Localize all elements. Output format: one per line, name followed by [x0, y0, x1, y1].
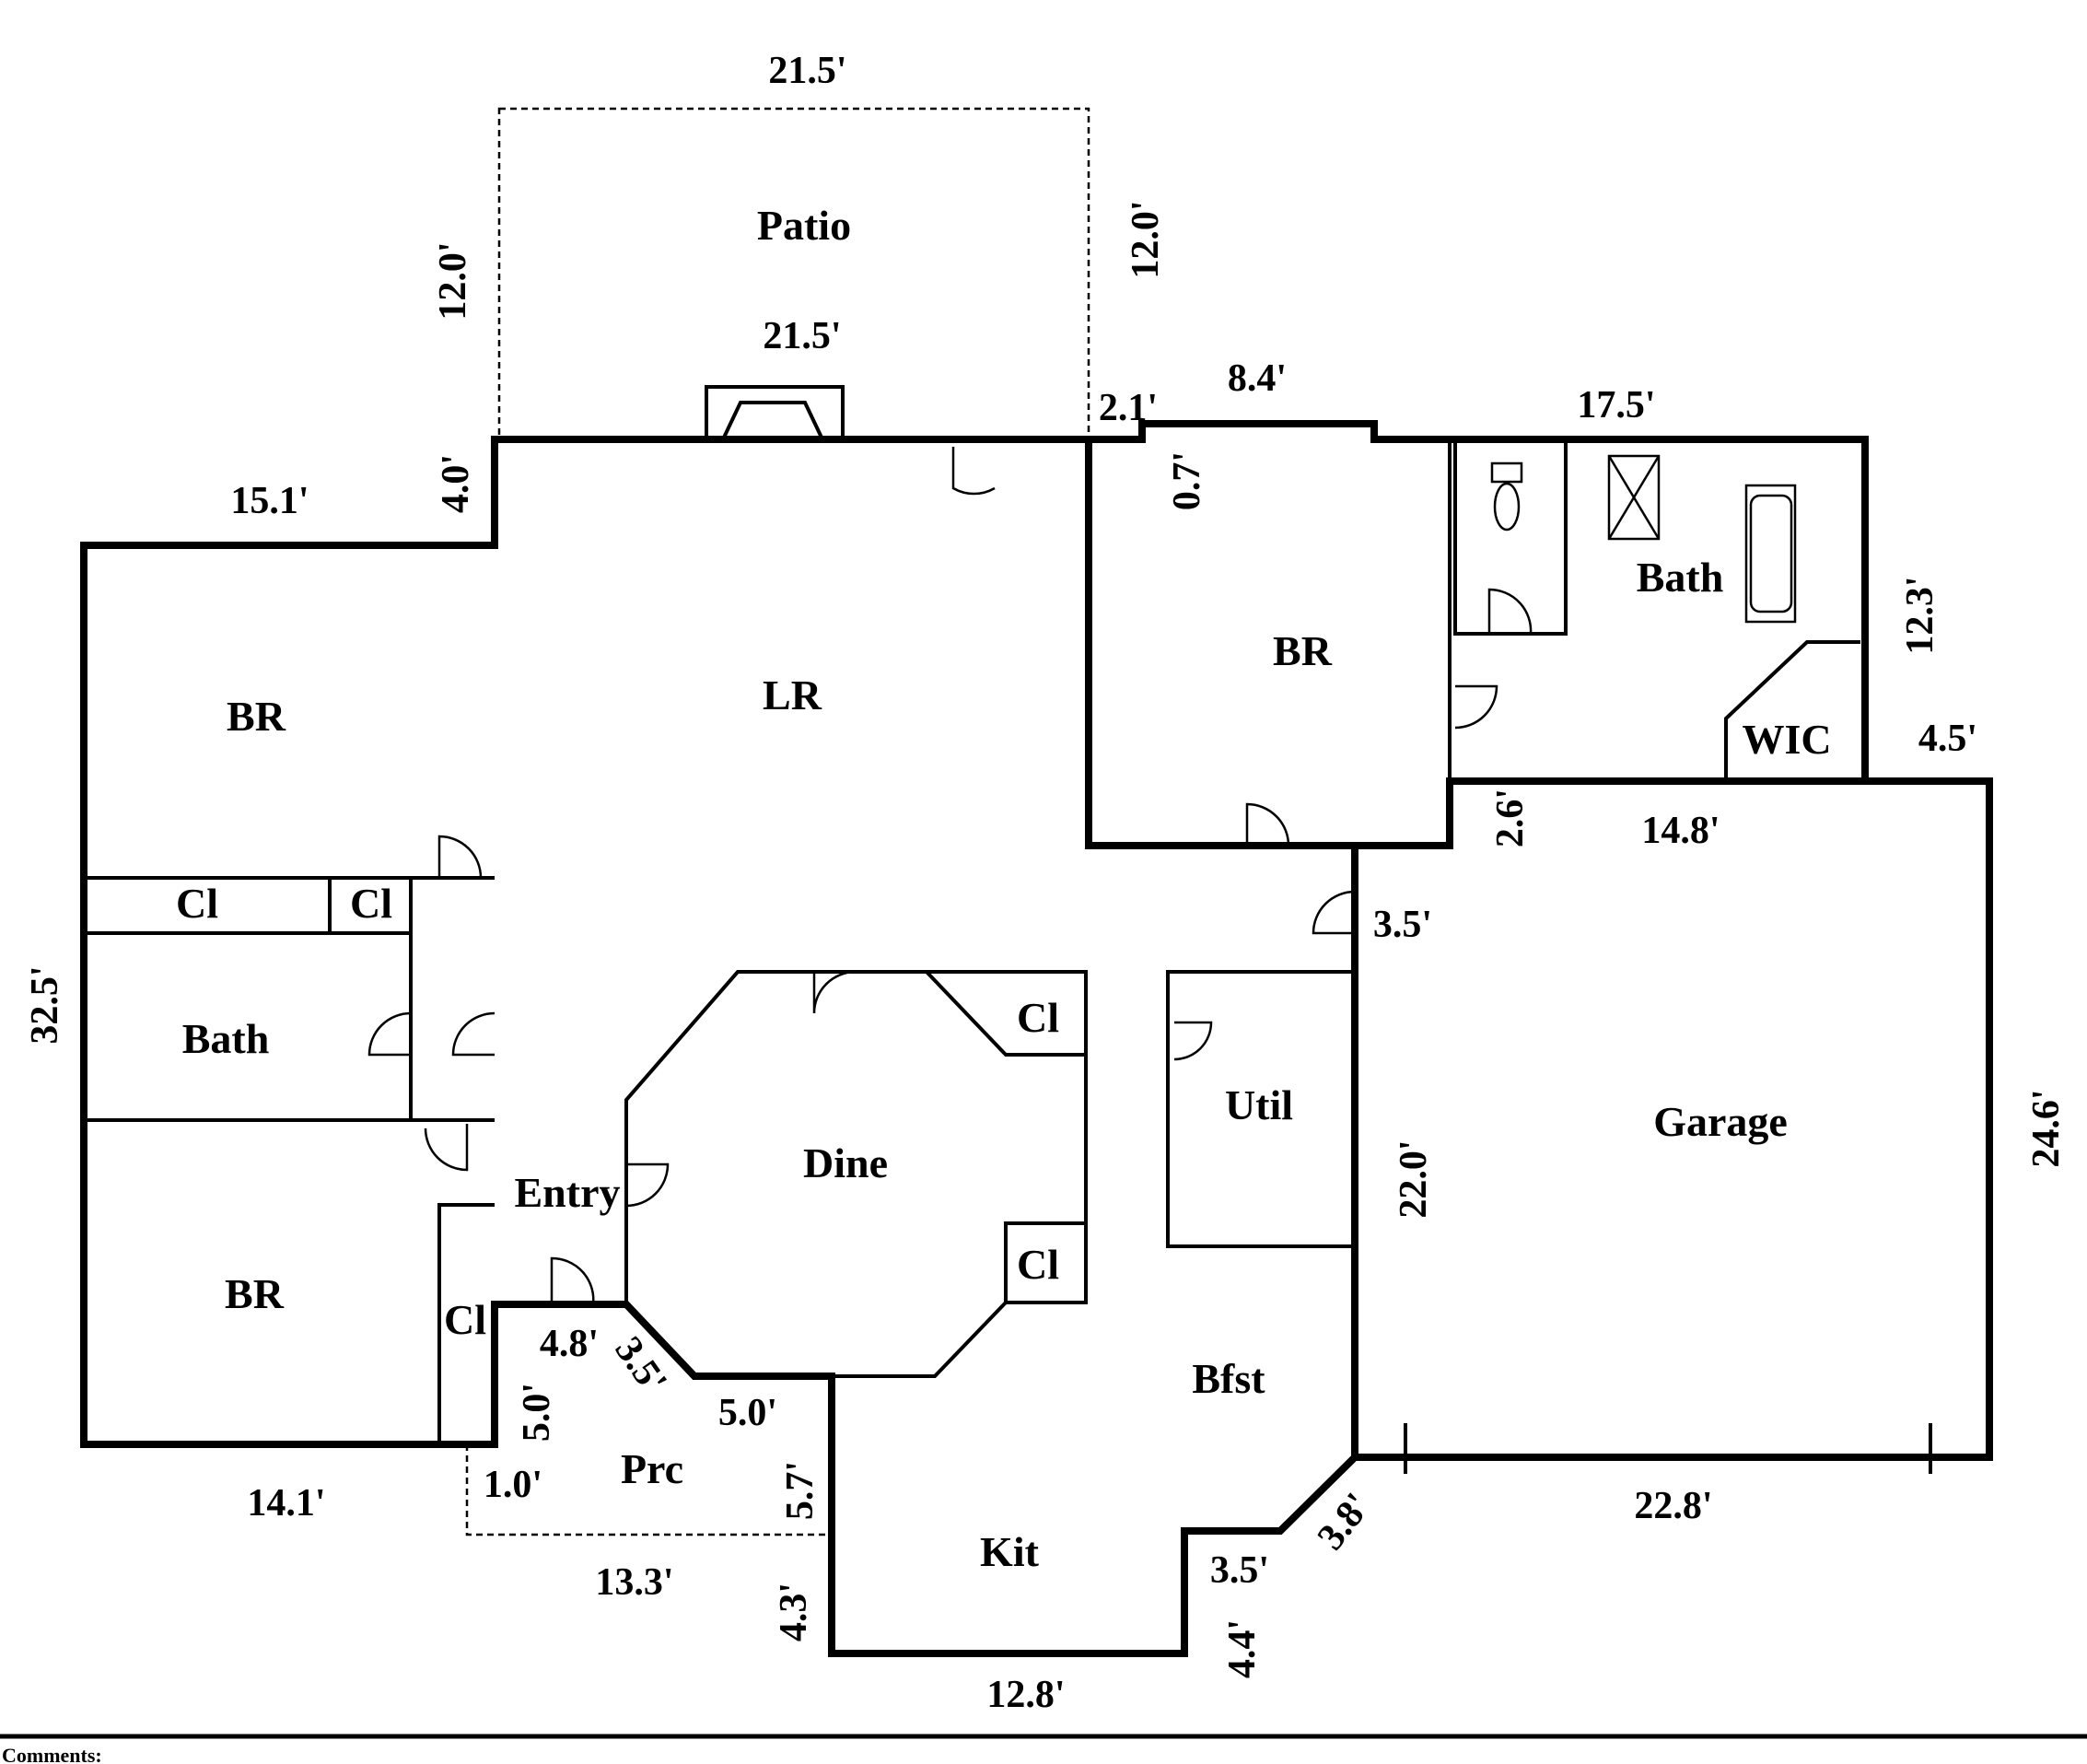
dim-prc-top: 5.0'	[718, 1392, 777, 1434]
dim-garage-door: 3.5'	[1373, 904, 1432, 946]
room-label-kit: Kit	[980, 1528, 1040, 1575]
shower-icon	[1607, 454, 1661, 541]
dim-patio-left: 12.0'	[432, 241, 474, 320]
dim-left-top: 15.1'	[230, 480, 309, 522]
room-label-garage: Garage	[1653, 1098, 1788, 1145]
dim-prc-bottom: 13.3'	[595, 1561, 673, 1604]
dim-garage-right: 24.6'	[2025, 1089, 2068, 1167]
room-label-util: Util	[1225, 1081, 1293, 1128]
dim-br-top: 8.4'	[1228, 357, 1287, 400]
dim-garage-top: 14.8'	[1641, 810, 1720, 852]
room-label-lr: LR	[763, 672, 822, 718]
bathtub-icon	[1744, 484, 1797, 624]
dim-prc-top-left: 4.8'	[540, 1323, 599, 1365]
dim-left-side: 32.5'	[24, 965, 66, 1044]
dim-lr-step: 4.0'	[435, 454, 477, 513]
dim-garage-bottom: 22.8'	[1634, 1485, 1712, 1527]
room-label-bath-left: Bath	[182, 1015, 270, 1062]
dim-garage-top-right: 4.5'	[1918, 718, 1977, 760]
room-label-entry: Entry	[515, 1169, 621, 1216]
room-label-br-left-bottom: BR	[225, 1270, 285, 1317]
room-label-dine-closet-bottom: Cl	[1017, 1241, 1059, 1288]
door-swings	[367, 447, 1533, 1305]
room-label-prc: Prc	[621, 1445, 683, 1492]
room-label-master-br: BR	[1273, 627, 1333, 674]
dim-kit-right: 4.4'	[1221, 1619, 1264, 1678]
room-label-patio: Patio	[757, 202, 851, 249]
dim-kit-bottom: 12.8'	[986, 1674, 1065, 1716]
fireplace-icon	[705, 385, 845, 441]
dim-prc-offset: 1.0'	[484, 1464, 542, 1506]
dim-patio-inner: 21.5'	[763, 315, 841, 357]
dim-prc-right: 5.7'	[779, 1461, 822, 1520]
room-label-master-bath: Bath	[1637, 554, 1724, 601]
exterior-walls	[80, 420, 1993, 1657]
dim-kit-left: 4.3'	[773, 1583, 815, 1641]
interior-walls	[84, 436, 1932, 1474]
comments-label: Comments:	[2, 1744, 102, 1764]
room-label-dine-closet-top: Cl	[1017, 994, 1059, 1041]
dim-master-top: 17.5'	[1577, 384, 1655, 426]
dim-offset-0-7: 0.7'	[1166, 451, 1208, 510]
toilet-icon	[1490, 461, 1523, 532]
room-label-closet-2: Cl	[350, 880, 392, 927]
dim-step-2-1: 2.1'	[1099, 387, 1158, 429]
dim-master-right: 12.3'	[1899, 576, 1941, 654]
room-label-wic: WIC	[1742, 716, 1831, 763]
dim-garage-left: 22.0'	[1393, 1139, 1435, 1218]
room-label-entry-closet: Cl	[444, 1296, 486, 1343]
patio-outline	[497, 107, 1090, 441]
dim-kit-step: 3.5'	[1210, 1549, 1269, 1592]
room-label-dine: Dine	[803, 1139, 888, 1186]
dim-left-bottom: 14.1'	[247, 1482, 325, 1525]
dim-patio-top: 21.5'	[768, 50, 846, 92]
room-label-br-left-top: BR	[227, 693, 286, 740]
dim-prc-left: 5.0'	[516, 1383, 558, 1442]
room-label-bfst: Bfst	[1192, 1355, 1265, 1402]
dim-patio-right: 12.0'	[1125, 200, 1167, 278]
dim-garage-step: 2.6'	[1489, 789, 1532, 847]
porch-outline	[465, 1444, 832, 1536]
room-label-closet-1: Cl	[176, 880, 218, 927]
